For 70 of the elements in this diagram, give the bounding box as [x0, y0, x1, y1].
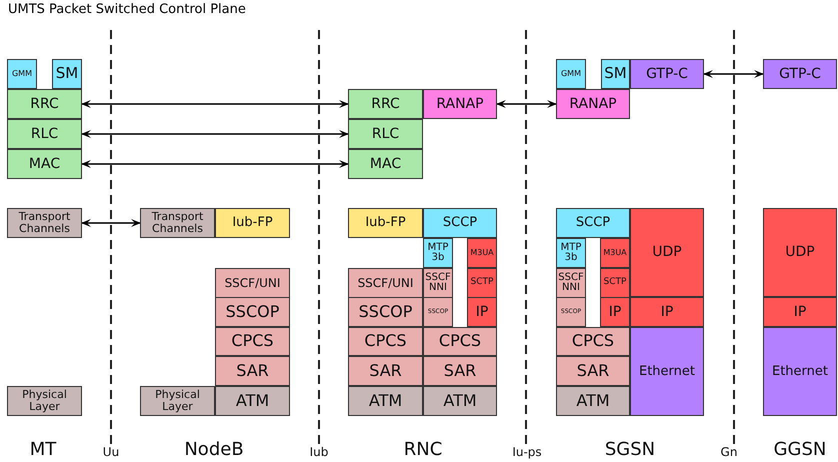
protocol-layer-box: Transport Channels — [140, 208, 215, 238]
protocol-layer-box: CPCS — [423, 327, 497, 356]
protocol-layer-box: UDP — [630, 208, 704, 297]
protocol-layer-box: SSCF/UNI — [348, 268, 423, 298]
protocol-layer-box: SSCF/UNI — [215, 268, 290, 298]
interface-label: Iu-ps — [512, 445, 542, 459]
protocol-layer-box: SCCP — [556, 208, 630, 238]
protocol-layer-box: SSCOP — [348, 297, 423, 327]
protocol-layer-box: SAR — [556, 356, 630, 386]
protocol-layer-box: ATM — [423, 386, 497, 416]
protocol-layer-box: RLC — [348, 119, 423, 149]
protocol-layer-box: Transport Channels — [7, 208, 82, 238]
protocol-layer-box: IP — [630, 297, 704, 327]
double-arrow — [81, 160, 349, 168]
protocol-layer-box: M3UA — [600, 238, 630, 268]
protocol-layer-box: Iub-FP — [215, 208, 290, 238]
protocol-layer-box: SAR — [423, 356, 497, 386]
node-name-label: MT — [30, 439, 56, 460]
protocol-layer-box: RANAP — [556, 89, 630, 119]
node-name-label: RNC — [404, 439, 442, 460]
protocol-layer-box: MAC — [348, 149, 423, 179]
protocol-layer-box: RLC — [7, 119, 82, 149]
protocol-layer-box: SAR — [348, 356, 423, 386]
protocol-layer-box: CPCS — [348, 327, 423, 356]
protocol-layer-box: IP — [467, 297, 497, 327]
protocol-layer-box: SCTP — [467, 268, 497, 298]
protocol-layer-box: MTP 3b — [556, 238, 586, 268]
protocol-layer-box: ATM — [556, 386, 630, 416]
protocol-layer-box: GMM — [556, 59, 586, 89]
protocol-layer-box: RRC — [348, 89, 423, 119]
protocol-layer-box: SSCF NNI — [423, 268, 453, 298]
protocol-layer-box: M3UA — [467, 238, 497, 268]
protocol-layer-box: UDP — [763, 208, 837, 297]
double-arrow — [81, 100, 349, 108]
diagram-title: UMTS Packet Switched Control Plane — [8, 2, 246, 17]
protocol-layer-box: ATM — [215, 386, 290, 416]
protocol-layer-box: ATM — [348, 386, 423, 416]
protocol-layer-box: MAC — [7, 149, 82, 179]
node-name-label: NodeB — [184, 439, 244, 460]
node-name-label: SGSN — [604, 439, 656, 460]
protocol-layer-box: GTP-C — [763, 59, 837, 89]
protocol-layer-box: Physical Layer — [7, 386, 82, 416]
protocol-layer-box: RANAP — [423, 89, 497, 119]
protocol-layer-box: Physical Layer — [140, 386, 215, 416]
protocol-layer-box: SM — [52, 59, 82, 89]
protocol-layer-box: SAR — [215, 356, 290, 386]
double-arrow — [703, 70, 764, 78]
protocol-layer-box: CPCS — [215, 327, 290, 356]
protocol-layer-box: MTP 3b — [423, 238, 453, 268]
interface-label: Gn — [720, 445, 738, 459]
protocol-layer-box: GMM — [7, 59, 37, 89]
interface-label: Iub — [310, 445, 328, 459]
double-arrow — [81, 219, 141, 227]
protocol-layer-box: SSCOP — [215, 297, 290, 327]
double-arrow — [81, 130, 349, 138]
interface-label: Uu — [102, 445, 120, 459]
protocol-layer-box: GTP-C — [630, 59, 704, 89]
protocol-layer-box: RRC — [7, 89, 82, 119]
protocol-layer-box: Ethernet — [630, 327, 704, 416]
protocol-layer-box: SM — [601, 59, 630, 89]
protocol-layer-box: SSCF NNI — [556, 268, 586, 298]
protocol-layer-box: CPCS — [556, 327, 630, 356]
double-arrow — [496, 100, 557, 108]
protocol-layer-box: SCCP — [423, 208, 497, 238]
node-name-label: GGSN — [774, 439, 826, 460]
protocol-layer-box: IP — [600, 297, 630, 327]
protocol-layer-box: Ethernet — [763, 327, 837, 416]
protocol-layer-box: IP — [763, 297, 837, 327]
protocol-layer-box: SCTP — [600, 268, 630, 298]
protocol-layer-box: Iub-FP — [348, 208, 423, 238]
